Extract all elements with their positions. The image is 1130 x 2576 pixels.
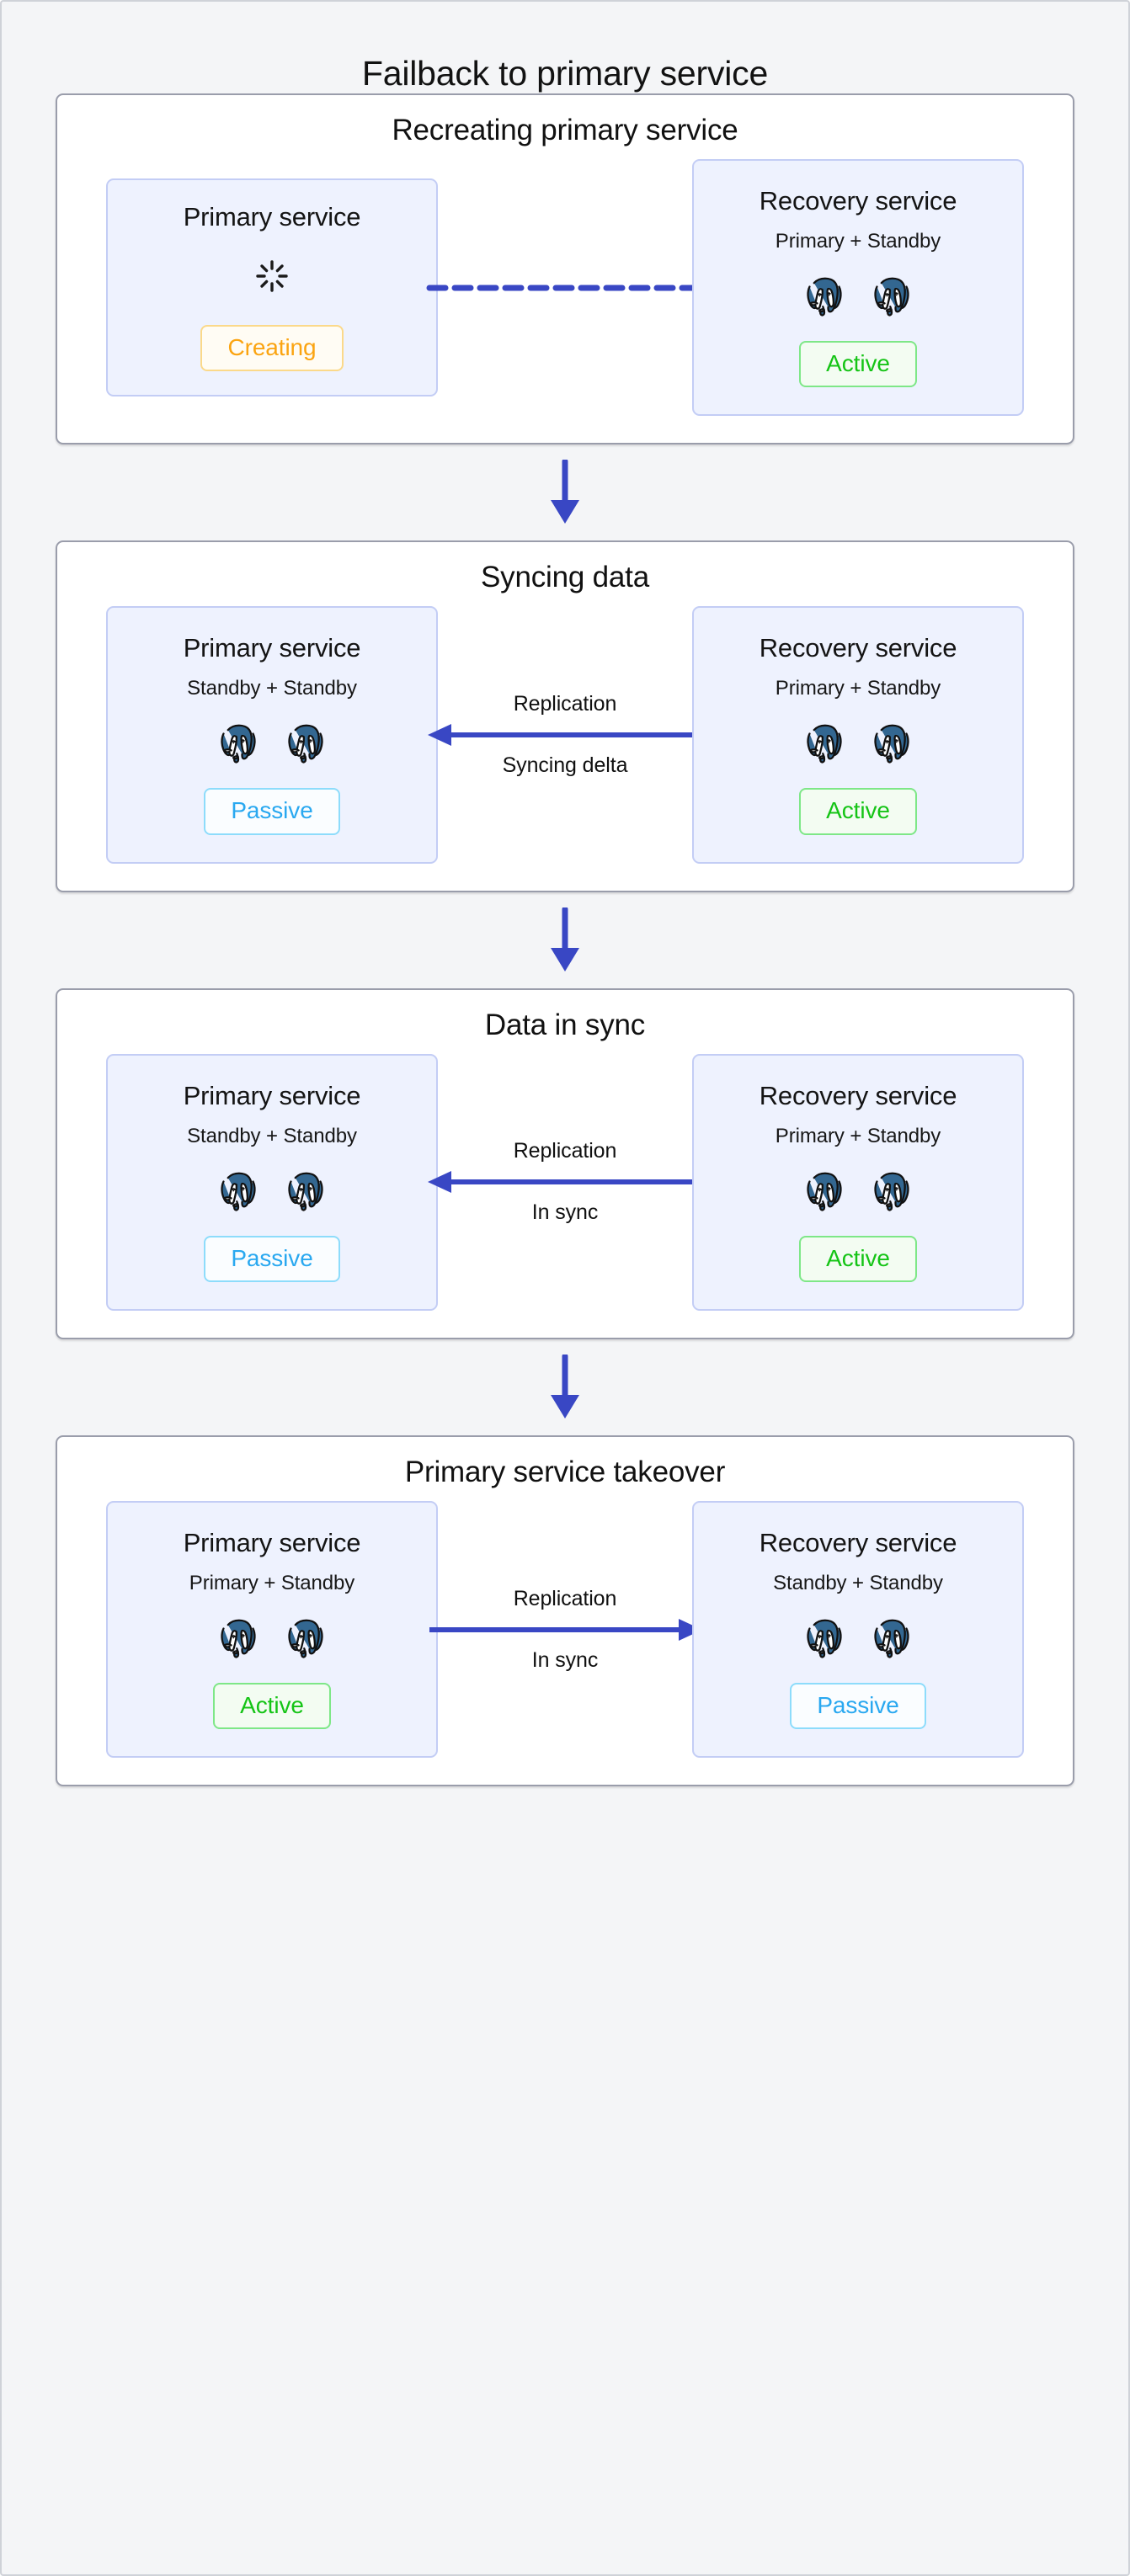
connector-label-top: Replication [513, 692, 617, 716]
stage-card: Data in sync Primary service Standby + S… [56, 987, 1074, 1340]
status-badge: Passive [204, 1235, 340, 1283]
postgres-icon [807, 724, 842, 764]
primary-service-card[interactable]: Primary service Creating [106, 178, 438, 397]
stage-card: Recreating primary service Primary servi… [56, 93, 1074, 445]
postgres-icon [221, 1619, 256, 1658]
service-roles: Standby + Standby [187, 1124, 357, 1147]
stage-card: Primary service takeover Primary service… [56, 1435, 1074, 1787]
replication-connector [426, 277, 704, 299]
stage-flow-arrow [56, 1339, 1074, 1435]
page-title: Failback to primary service [361, 54, 769, 93]
stage-title: Primary service takeover [404, 1456, 726, 1489]
recovery-service-card[interactable]: Recovery service Primary + Standby [692, 1053, 1024, 1312]
status-badge: Active [799, 1235, 917, 1283]
primary-service-card[interactable]: Primary service Standby + Standby [106, 606, 438, 864]
dashed-line-icon [426, 285, 704, 291]
database-node-row [215, 719, 329, 766]
service-name: Primary service [183, 202, 361, 232]
recovery-service-card[interactable]: Recovery service Standby + Standby [692, 1501, 1024, 1759]
database-node-row [801, 1614, 915, 1661]
service-roles: Standby + Standby [773, 1572, 943, 1595]
replication-connector: Replication Syncing delta [428, 692, 701, 778]
service-roles: Primary + Standby [189, 1572, 355, 1595]
flow-arrow-down-icon [551, 460, 579, 524]
flow-arrow-down-icon [551, 1355, 579, 1419]
connector-label-bottom: In sync [531, 1647, 599, 1672]
arrow-right-icon [429, 1618, 702, 1641]
service-name: Recovery service [759, 1080, 957, 1110]
postgres-icon [807, 1619, 842, 1658]
flow-arrow-down-icon [551, 907, 579, 971]
stage-body: Primary service Standby + Standby [57, 1053, 1073, 1312]
postgres-icon [288, 724, 323, 764]
status-badge: Passive [790, 1683, 926, 1730]
status-badge: Active [799, 341, 917, 388]
stage-title: Data in sync [484, 1008, 646, 1041]
service-name: Recovery service [759, 633, 957, 663]
postgres-icon [874, 724, 909, 764]
service-name: Primary service [183, 633, 361, 663]
replication-connector: Replication In sync [429, 1586, 702, 1673]
database-node-row [215, 1167, 329, 1214]
postgres-icon [874, 277, 909, 317]
arrow-left-icon [428, 1171, 701, 1194]
postgres-icon [874, 1619, 909, 1658]
service-name: Primary service [183, 1080, 361, 1110]
stage-title: Recreating primary service [392, 114, 738, 146]
service-roles: Standby + Standby [187, 677, 357, 700]
service-roles: Primary + Standby [775, 1124, 941, 1147]
database-node-row [215, 1614, 329, 1661]
connector-label-top: Replication [513, 1586, 617, 1610]
status-badge: Active [799, 788, 917, 835]
spinner-icon [256, 260, 288, 292]
database-node-row [801, 272, 915, 319]
stage-title: Syncing data [481, 561, 649, 594]
connector-label-top: Replication [513, 1139, 617, 1163]
connector-label-bottom: Syncing delta [502, 753, 628, 778]
primary-service-card[interactable]: Primary service Primary + Standby [106, 1501, 438, 1759]
service-roles: Primary + Standby [775, 230, 941, 253]
stage-flow-arrow [56, 444, 1074, 540]
recovery-service-card[interactable]: Recovery service Primary + Standby [692, 159, 1024, 417]
arrow-left-icon [428, 724, 701, 747]
stage-body: Primary service Standby + Standby [57, 606, 1073, 864]
database-node-row [801, 1167, 915, 1214]
database-node-row [801, 719, 915, 766]
recovery-service-card[interactable]: Recovery service Primary + Standby [692, 606, 1024, 864]
stage-flow-arrow [56, 892, 1074, 988]
postgres-icon [807, 277, 842, 317]
postgres-icon [288, 1619, 323, 1658]
spinner-container [251, 253, 293, 300]
postgres-icon [807, 1172, 842, 1211]
status-badge: Passive [204, 788, 340, 835]
service-name: Recovery service [759, 186, 957, 216]
postgres-icon [288, 1172, 323, 1211]
service-roles: Primary + Standby [775, 677, 941, 700]
stage-body: Primary service Creating Recovery servic… [57, 159, 1073, 417]
postgres-icon [874, 1172, 909, 1211]
service-name: Recovery service [759, 1528, 957, 1558]
status-badge: Creating [200, 325, 344, 372]
postgres-icon [221, 724, 256, 764]
stage-list: Recreating primary service Primary servi… [2, 93, 1128, 1787]
service-name: Primary service [183, 1528, 361, 1558]
primary-service-card[interactable]: Primary service Standby + Standby [106, 1053, 438, 1312]
stage-card: Syncing data Primary service Standby + S… [56, 540, 1074, 892]
connector-label-bottom: In sync [531, 1200, 599, 1225]
postgres-icon [221, 1172, 256, 1211]
stage-body: Primary service Primary + Standby [57, 1501, 1073, 1759]
status-badge: Active [213, 1683, 331, 1730]
replication-connector: Replication In sync [428, 1139, 701, 1225]
